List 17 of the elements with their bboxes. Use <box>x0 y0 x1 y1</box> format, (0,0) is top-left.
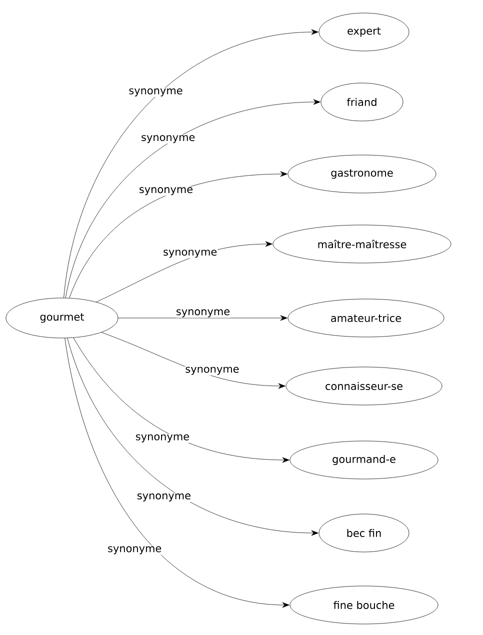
edge-label: synonyme <box>138 186 194 196</box>
arrow <box>73 338 290 463</box>
edge-label: synonyme <box>175 308 231 318</box>
edge-label: synonyme <box>184 366 240 376</box>
arrow <box>101 332 286 389</box>
edge-label: synonyme <box>162 249 218 258</box>
arrow <box>67 338 318 536</box>
edge-label: synonyme <box>134 434 190 443</box>
arrow <box>65 99 320 298</box>
edge-label: synonyme <box>107 546 162 555</box>
arrow <box>64 29 318 298</box>
edge-label: synonyme <box>128 88 184 97</box>
arrow <box>64 338 290 608</box>
arrow <box>69 171 288 298</box>
edge-label: synonyme <box>136 492 192 502</box>
edge-label: synonyme <box>140 134 196 144</box>
arrow <box>118 315 288 321</box>
